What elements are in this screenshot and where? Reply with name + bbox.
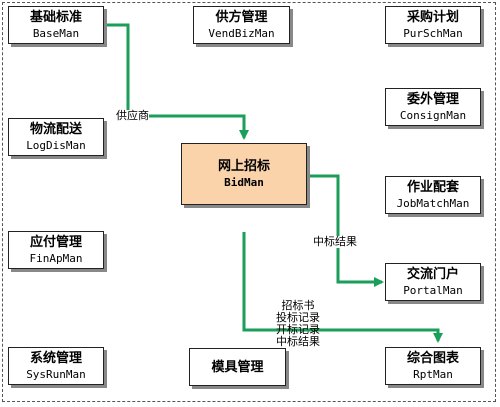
module-name: 物流配送 — [29, 122, 82, 137]
module-name: 供方管理 — [215, 10, 268, 25]
module-logistics[interactable]: 物流配送 LogDisMan — [8, 118, 104, 156]
module-outsourcing[interactable]: 委外管理 ConsignMan — [385, 88, 481, 126]
module-name: 网上招标 — [217, 159, 270, 174]
module-mold-mgmt[interactable]: 模具管理 — [189, 348, 286, 386]
module-code: PortalMan — [403, 284, 463, 297]
module-name: 采购计划 — [406, 10, 459, 25]
module-name: 委外管理 — [406, 92, 459, 107]
flow-label-award-result: 中标结果 — [276, 335, 320, 348]
module-name: 作业配套 — [406, 180, 459, 195]
module-code: FinApMan — [29, 252, 83, 265]
arrow-bid-to-portal — [307, 174, 384, 287]
module-system-mgmt[interactable]: 系统管理 SysRunMan — [8, 347, 104, 385]
module-portal[interactable]: 交流门户 PortalMan — [385, 263, 481, 301]
module-code: VendBizMan — [208, 27, 275, 40]
module-code: PurSchMan — [403, 27, 463, 40]
module-reports[interactable]: 综合图表 RptMan — [385, 347, 481, 385]
module-code: LogDisMan — [26, 139, 86, 152]
module-online-bidding[interactable]: 网上招标 BidMan — [181, 143, 307, 205]
module-name: 系统管理 — [29, 351, 82, 366]
flow-label-supplier: 供应商 — [116, 109, 149, 122]
module-name: 交流门户 — [406, 267, 459, 282]
arrow-bid-to-reports — [242, 232, 443, 343]
module-name: 基础标准 — [29, 10, 82, 25]
module-basic-standard[interactable]: 基础标准 BaseMan — [8, 6, 104, 44]
flow-label-bid-result: 中标结果 — [313, 235, 357, 248]
module-supplier-mgmt[interactable]: 供方管理 VendBizMan — [193, 6, 290, 44]
flow-label-bid-doc: 招标书 — [281, 299, 315, 312]
module-name: 综合图表 — [406, 351, 459, 366]
module-name: 应付管理 — [29, 235, 82, 250]
module-code: BidMan — [224, 176, 264, 189]
flow-label-bid-record: 投标记录 — [276, 311, 320, 324]
module-purchase-plan[interactable]: 采购计划 PurSchMan — [385, 6, 481, 44]
module-code: JobMatchMan — [396, 197, 470, 210]
module-code: SysRunMan — [26, 368, 86, 381]
module-code: RptMan — [413, 368, 453, 381]
flow-label-report-docs: 招标书 投标记录 开标记录 中标结果 — [276, 300, 320, 348]
module-code: BaseMan — [32, 27, 80, 40]
module-code: ConsignMan — [399, 109, 467, 122]
module-job-matching[interactable]: 作业配套 JobMatchMan — [385, 176, 481, 214]
module-payables[interactable]: 应付管理 FinApMan — [8, 231, 104, 269]
diagram-frame — [2, 2, 496, 402]
flow-label-opening-record: 开标记录 — [276, 323, 320, 336]
module-name: 模具管理 — [211, 359, 264, 375]
